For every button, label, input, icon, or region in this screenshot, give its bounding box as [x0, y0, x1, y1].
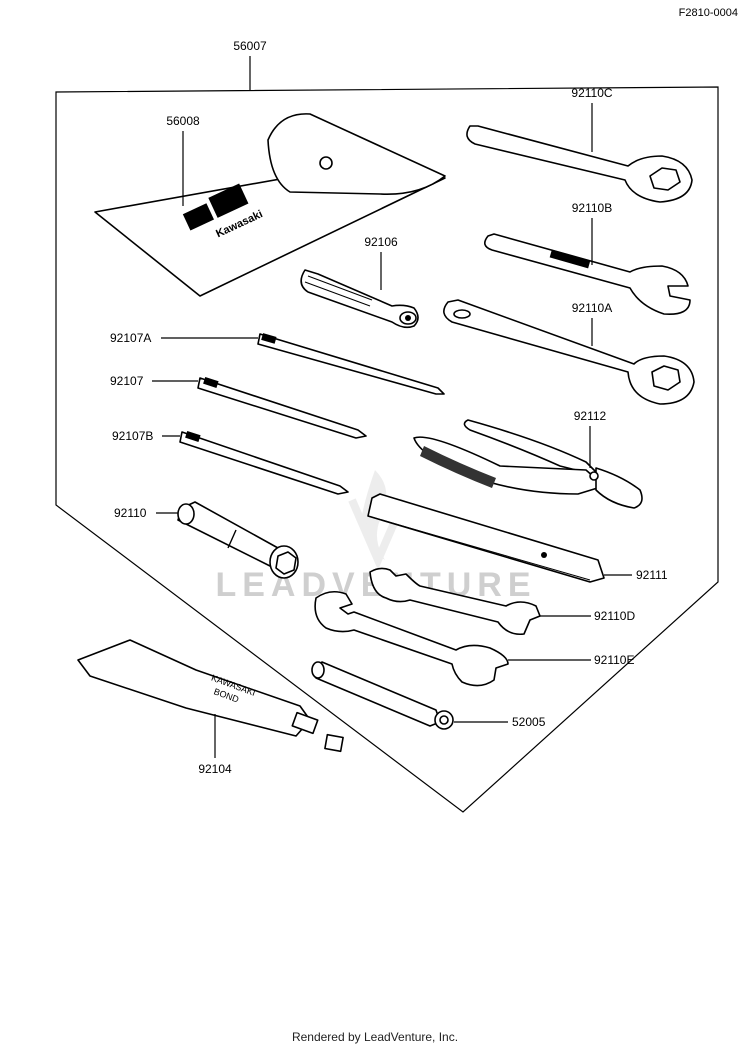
screwdriver-92107a: [257, 333, 445, 395]
label-56007: 56007: [233, 39, 267, 53]
bar-92111: [367, 493, 605, 583]
label-92111: 92111: [636, 568, 668, 582]
label-92110e: 92110E: [594, 653, 634, 667]
label-56008: 56008: [166, 114, 200, 128]
bond-tube-92104: KAWASAKI BOND: [77, 639, 344, 753]
label-92107a: 92107A: [110, 331, 151, 345]
open-wrench-92110e: [314, 590, 509, 687]
footer-credit: Rendered by LeadVenture, Inc.: [291, 1030, 459, 1044]
pliers-92112: [413, 419, 643, 509]
box-wrench-92110c: [466, 125, 693, 203]
socket-wrench-92110: [177, 501, 299, 579]
label-92110: 92110: [114, 506, 147, 520]
tool-pouch: Kawasaki: [94, 113, 446, 297]
diagram-ref-number: F2810-0004: [679, 7, 738, 19]
label-92106: 92106: [364, 235, 398, 249]
label-52005: 52005: [512, 715, 546, 729]
label-92110d: 92110D: [594, 609, 635, 623]
label-92110c: 92110C: [571, 86, 612, 100]
open-wrench-92110d: [369, 567, 541, 636]
box-wrench-92110a: [443, 299, 695, 405]
label-92104: 92104: [198, 762, 232, 776]
label-92112: 92112: [574, 409, 607, 423]
label-92107b: 92107B: [112, 429, 153, 443]
label-92110a: 92110A: [572, 301, 612, 315]
kit-boundary: [55, 86, 719, 813]
open-wrench-92110b: [484, 233, 691, 316]
label-92110b: 92110B: [572, 201, 612, 215]
label-92107: 92107: [110, 374, 144, 388]
bolt-tool-52005: [311, 661, 454, 730]
screwdriver-92107b: [179, 430, 349, 495]
screwdriver-92107: [197, 376, 367, 439]
screwdriver-handle-92106: [300, 269, 419, 329]
